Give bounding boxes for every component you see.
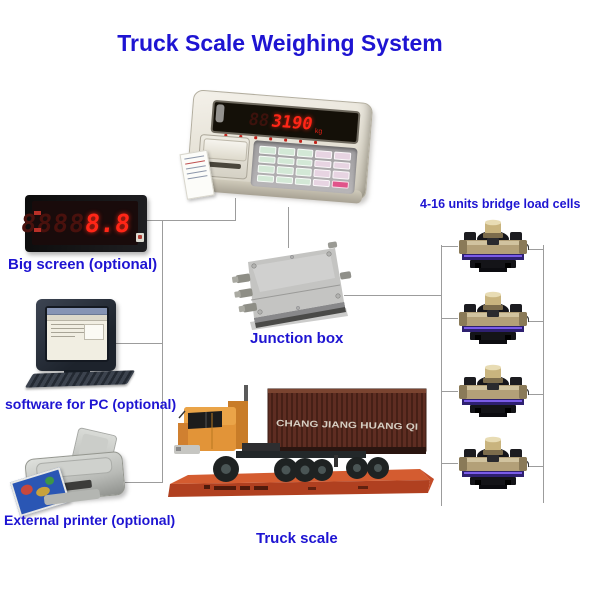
big-screen-dim-digits: 8888 — [18, 208, 87, 238]
pc-keyboard — [24, 370, 136, 388]
load-cell-drawing — [459, 219, 529, 272]
junction-box — [231, 241, 352, 330]
pc-window-titlebar — [47, 308, 107, 315]
load-cell — [441, 436, 544, 492]
loadcell-left-rail — [441, 245, 442, 506]
truck-container: CHANG JIANG HUANG QI — [267, 388, 427, 454]
load-cells-label: 4-16 units bridge load cells — [420, 197, 581, 211]
load-cell — [441, 364, 544, 420]
keypad-key — [313, 168, 332, 178]
keypad-key — [294, 167, 313, 177]
keypad-key — [256, 173, 275, 183]
connector-junction-loadcells — [344, 295, 441, 296]
connector-pc-horizontal — [115, 343, 162, 344]
big-screen-unit-chip — [136, 233, 144, 242]
printed-photo — [9, 467, 71, 517]
weighing-indicator: 88 3190 kg — [179, 89, 383, 224]
load-cell-left-wire — [441, 391, 458, 392]
container-text: CHANG JIANG HUANG QI — [276, 418, 418, 432]
pc-screen — [45, 306, 109, 362]
keypad-key — [257, 164, 275, 174]
junction-box-label: Junction box — [250, 330, 344, 347]
truck-scale-label: Truck scale — [256, 530, 338, 547]
indicator-weight-unit: kg — [314, 127, 323, 136]
keypad-key — [259, 145, 277, 155]
indicator-printer-lid — [202, 138, 248, 162]
load-cell-right-wire — [528, 394, 544, 395]
load-cell-drawing — [459, 291, 529, 344]
keypad-key — [314, 159, 332, 169]
big-screen-label: Big screen (optional) — [8, 256, 158, 273]
big-screen-value: 8.8 — [83, 208, 132, 238]
big-screen-indicator-mark — [34, 211, 41, 215]
keypad-key — [275, 175, 293, 185]
keypad-key — [276, 165, 294, 175]
big-screen-indicator-mark — [34, 228, 41, 232]
page-title: Truck Scale Weighing System — [117, 30, 443, 56]
connector-indicator-junction — [288, 207, 289, 248]
keypad-key — [295, 158, 314, 167]
pc-window-panel — [84, 324, 104, 340]
indicator-weight-value: 3190 — [269, 111, 315, 135]
connector-bigscreen-horizontal — [145, 220, 236, 221]
truck-chassis — [236, 451, 366, 458]
load-cell — [441, 219, 544, 275]
load-cell-right-wire — [528, 249, 544, 250]
keypad-key — [312, 178, 331, 188]
connector-indicator-down — [235, 198, 236, 221]
keypad-key — [258, 155, 276, 164]
big-screen-digits-area: 8888 8.8 — [19, 201, 138, 245]
load-cell-drawing — [459, 364, 529, 417]
load-cell-left-wire — [441, 463, 458, 464]
truck-scale-assembly: CHANG JIANG HUANG QI — [168, 385, 434, 497]
truck-wheels — [213, 456, 389, 482]
indicator-keypad — [250, 140, 358, 195]
connector-printer-horizontal — [125, 482, 163, 483]
keypad-key — [294, 176, 312, 186]
load-cell-right-wire — [528, 321, 544, 322]
load-cell-left-wire — [441, 246, 458, 247]
junction-box-connectors — [231, 273, 258, 313]
big-screen-display: 8888 8.8 — [19, 195, 147, 252]
keypad-key — [315, 150, 333, 159]
indicator-keypad-keys — [256, 145, 352, 189]
pc-monitor — [36, 299, 116, 371]
pc-window-toolbar — [47, 315, 107, 321]
pc-label: software for PC (optional) — [5, 396, 177, 412]
truck-cab — [174, 385, 280, 454]
keypad-key — [277, 156, 295, 166]
loadcell-right-rail — [543, 245, 544, 503]
load-cell-drawing — [459, 436, 529, 489]
printer-label: External printer (optional) — [4, 512, 176, 528]
load-cell-right-wire — [528, 466, 544, 467]
load-cell — [441, 291, 544, 347]
keypad-key — [277, 147, 296, 156]
display-glare — [215, 104, 225, 123]
keypad-key — [333, 160, 351, 170]
keypad-key — [332, 170, 350, 180]
keypad-key — [331, 179, 350, 189]
indicator-dim-digits: 88 — [246, 109, 271, 131]
keypad-key — [333, 151, 352, 161]
keypad-key — [296, 148, 314, 158]
connector-left-trunk — [162, 220, 163, 483]
load-cell-left-wire — [441, 318, 458, 319]
